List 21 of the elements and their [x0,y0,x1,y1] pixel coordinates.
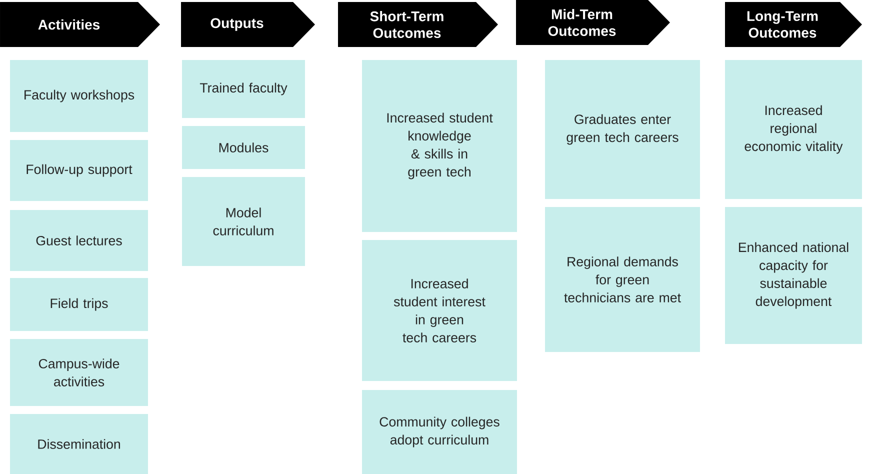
text-box: Increased student interest in green tech careers [362,240,517,381]
text-box: Trained faculty [182,60,305,118]
text-box: Guest lectures [10,210,148,271]
text-box: Faculty workshops [10,60,148,132]
text-box: Increased regional economic vitality [725,60,862,199]
text-box: Follow-up support [10,140,148,201]
column-heading: Short-Term Outcomes [338,2,498,47]
column-heading: Long-Term Outcomes [725,2,862,47]
text-box: Dissemination [10,414,148,474]
text-box: Field trips [10,278,148,331]
text-box: Model curriculum [182,177,305,266]
column-heading: Mid-Term Outcomes [516,0,670,45]
text-box: Graduates enter green tech careers [545,60,700,199]
text-box: Regional demands for green technicians are met [545,207,700,352]
text-box: Campus-wide activities [10,339,148,406]
text-box: Modules [182,126,305,169]
column-heading: Outputs [181,2,315,47]
text-box: Enhanced national capacity for sustainable development [725,207,862,344]
column-heading: Activities [0,2,160,47]
text-box: Increased student knowledge & skills in green tech [362,60,517,232]
text-box: Community colleges adopt curriculum [362,390,517,474]
